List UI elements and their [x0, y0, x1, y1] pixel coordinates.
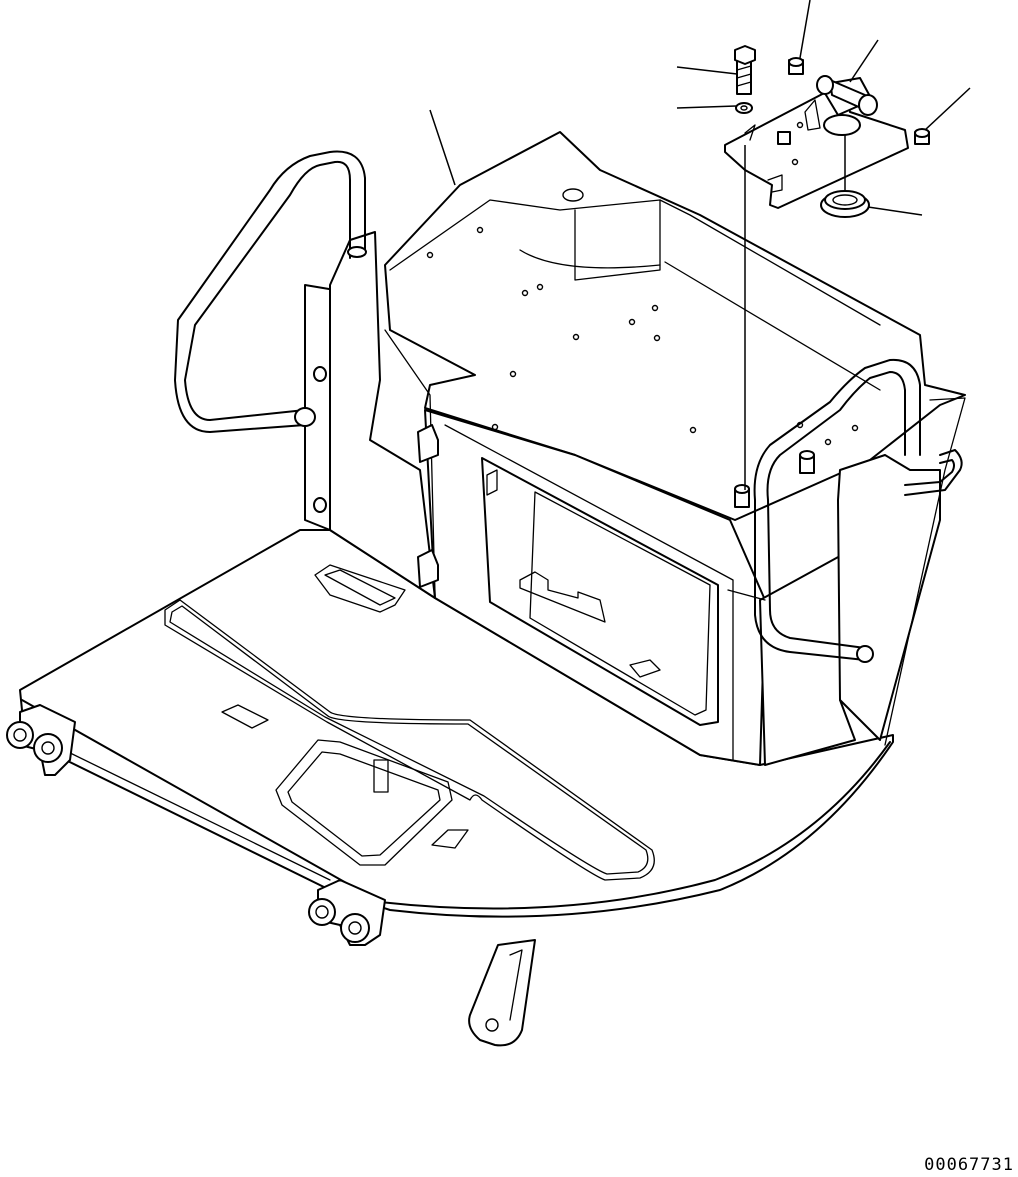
- left-hinge: [7, 705, 75, 775]
- bolt: [735, 46, 755, 94]
- floor-plate: [20, 530, 893, 917]
- mounting-bracket: [725, 76, 908, 208]
- right-hinge: [309, 880, 385, 945]
- collar-left: [789, 58, 803, 74]
- collar-right: [915, 129, 929, 144]
- leader-lines: [430, 0, 970, 490]
- lower-bracket-arm: [469, 940, 535, 1045]
- grommet: [821, 191, 869, 217]
- figure-code: 00067731: [924, 1155, 1014, 1175]
- washer: [736, 103, 752, 113]
- right-handrail: [755, 360, 962, 662]
- seat-box: [305, 132, 965, 765]
- left-handrail: [175, 152, 366, 432]
